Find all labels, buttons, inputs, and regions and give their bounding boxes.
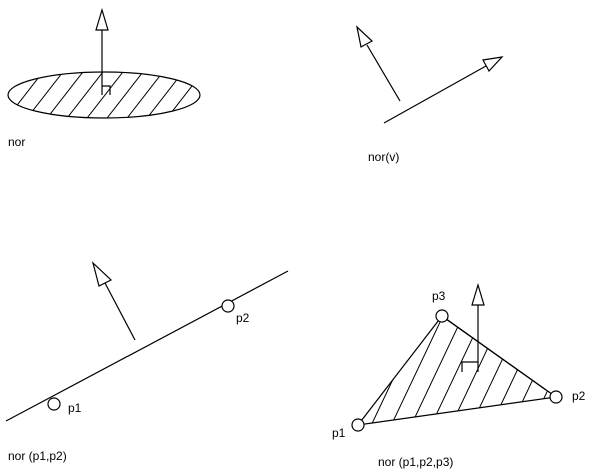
normal-arrowhead-icon [93,263,111,286]
point-p1 [352,419,364,431]
vector-v-arrowhead-icon [483,57,502,71]
vector-v-line [384,66,486,123]
triangle-hatching [330,280,599,470]
disk-ellipse [8,72,200,118]
line-through-points [6,271,288,421]
point-p2 [222,300,234,312]
panel-nor: nor [0,10,260,149]
normal-arrowhead-icon [472,285,484,305]
caption-nor: nor [8,135,25,149]
label-p1: p1 [68,401,82,415]
panel-nor-p1p2: p1 p2 nor (p1,p2) [6,263,288,463]
right-angle-marker [462,362,478,372]
normal-arrowhead-icon [96,10,108,30]
triangle-edge-double [446,319,546,390]
normal-arrow-shaft [367,45,400,101]
ellipse-hatching [0,50,260,140]
caption-nor-p1p2: nor (p1,p2) [8,449,67,463]
label-p2: p2 [236,311,250,325]
panel-nor-p1p2p3: p3 p2 p1 nor (p1,p2,p3) [330,280,599,470]
point-p2 [550,391,562,403]
normal-arrow-shaft [105,283,135,340]
caption-nor-v: nor(v) [368,150,399,164]
point-p1 [48,398,60,410]
point-p3 [436,310,448,322]
label-p2: p2 [572,389,586,403]
caption-nor-p1p2p3: nor (p1,p2,p3) [378,455,453,469]
label-p1: p1 [332,426,346,440]
normal-arrowhead-icon [357,27,372,47]
label-p3: p3 [432,289,446,303]
panel-nor-v: nor(v) [357,27,502,164]
